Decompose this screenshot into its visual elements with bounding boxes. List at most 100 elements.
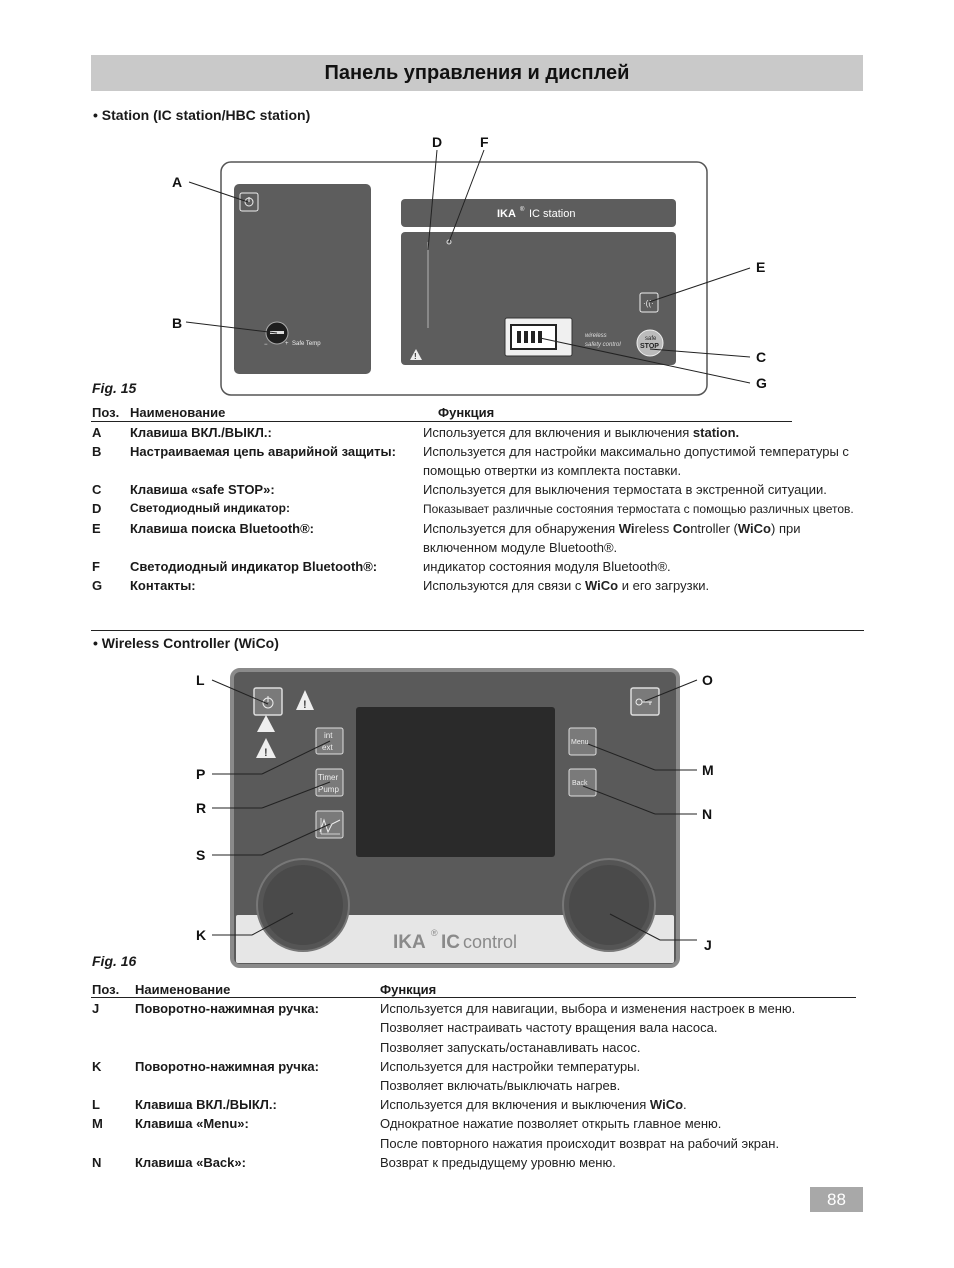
t1-row-func: Используется для обнаружения Wireless Co… [423, 521, 801, 536]
t2-row-func: Однократное нажатие позволяет открыть гл… [380, 1116, 722, 1131]
t2-row-func: Используется для навигации, выбора и изм… [380, 1001, 796, 1016]
warning-icon [296, 690, 314, 710]
page-number: 88 [810, 1187, 863, 1212]
menu-key-m [568, 727, 597, 756]
t1-row-func-cont: включенном модуле Bluetooth®. [423, 540, 618, 555]
wico-display [356, 707, 555, 857]
svg-text:!: ! [264, 747, 268, 759]
t2-row-func: Используется для включения и выключения … [380, 1097, 687, 1112]
warning-icon [410, 349, 422, 360]
t1-row-func: Показывает различные состояния термостат… [423, 502, 854, 516]
t1-row-name: Клавиша поиска Bluetooth®: [130, 521, 315, 536]
callout-m: M [702, 762, 714, 778]
t1-row-pos: G [92, 578, 103, 593]
svg-text:STOP: STOP [640, 343, 659, 350]
callout-s: S [196, 847, 205, 863]
svg-text:®: ® [431, 928, 438, 938]
t2-row-name: Клавиша «Menu»: [135, 1116, 249, 1131]
t2-header-name: Наименование [135, 982, 231, 997]
callout-n: N [702, 806, 712, 822]
t1-row-name: Клавиша «safe STOP»: [130, 482, 275, 497]
fig15-label: Fig. 15 [92, 380, 137, 396]
t1-row-func-cont: помощью отвертки из комплекта поставки. [423, 463, 682, 478]
callout-k: K [196, 927, 206, 943]
t2-header-func: Функция [380, 982, 437, 997]
t1-row-pos: A [92, 425, 102, 440]
callout-e: E [756, 259, 765, 275]
t1-row-func: Используется для настройки максимально д… [423, 444, 849, 459]
t2-row-func: Позволяет настраивать частоту вращения в… [380, 1020, 718, 1035]
station-right-panel [401, 232, 676, 365]
t2-row-name: Поворотно-нажимная ручка: [135, 1001, 319, 1016]
t2-row-name: Поворотно-нажимная ручка: [135, 1059, 319, 1074]
station-diagram: − + Safe Temp IKA ® IC station wireless … [172, 134, 767, 396]
callout-d: D [432, 134, 442, 150]
t1-row-name: Светодиодный индикатор Bluetooth®: [130, 559, 378, 574]
svg-text:Timer: Timer [318, 773, 338, 782]
t2-row-name: Клавиша «Back»: [135, 1155, 246, 1170]
svg-text:®: ® [520, 206, 525, 213]
callout-j: J [704, 937, 712, 953]
svg-text:Back: Back [572, 780, 588, 787]
wico-brand: IKA [393, 932, 426, 953]
page-title-bar: Панель управления и дисплей [91, 55, 863, 91]
t2-row-func: Возврат к предыдущему уровню меню. [380, 1155, 616, 1170]
t2-header-rule [91, 997, 856, 998]
t1-header-name: Наименование [130, 405, 226, 420]
svg-text:safe: safe [645, 336, 657, 342]
warning-icon [256, 738, 276, 758]
t1-row-pos: E [92, 521, 101, 536]
callout-f: F [480, 134, 489, 150]
svg-text:−: − [264, 342, 268, 348]
t1-row-pos: C [92, 482, 102, 497]
t2-row-pos: K [92, 1059, 102, 1074]
t1-header-pos: Поз. [92, 405, 120, 420]
t1-row-name: Настраиваемая цепь аварийной защиты: [130, 444, 396, 459]
fig16-label: Fig. 16 [92, 953, 137, 969]
svg-text:!: ! [414, 352, 417, 361]
svg-text:Menu: Menu [571, 739, 589, 746]
svg-text:!: ! [303, 699, 307, 711]
callout-p: P [196, 766, 205, 782]
svg-text:IC: IC [441, 932, 460, 953]
t1-row-name: Клавиша ВКЛ./ВЫКЛ.: [130, 425, 272, 440]
t2-row-func: Позволяет запускать/останавливать насос. [380, 1040, 641, 1055]
svg-text:control: control [463, 932, 517, 952]
t2-row-pos: M [92, 1116, 103, 1131]
callout-g: G [756, 375, 767, 391]
t2-row-func: После повторного нажатия происходит возв… [380, 1136, 780, 1151]
section-wico-heading: • Wireless Controller (WiCo) [93, 635, 279, 651]
svg-text:+: + [285, 341, 289, 347]
t1-row-name: Контакты: [130, 578, 196, 593]
t1-header-func: Функция [438, 405, 495, 420]
t2-row-pos: J [92, 1001, 100, 1016]
svg-text:int: int [324, 731, 333, 740]
page-title: Панель управления и дисплей [324, 62, 630, 84]
callout-r: R [196, 800, 206, 816]
graph-icon [319, 818, 341, 834]
t1-row-func: Используется для включения и выключения … [423, 425, 740, 440]
svg-text:Pump: Pump [318, 785, 339, 794]
bluetooth-key-e [639, 292, 659, 313]
power-key-a [239, 192, 259, 212]
station-model: IC station [529, 208, 575, 220]
station-brand: IKA [497, 208, 516, 220]
hot-surface-icon [257, 715, 275, 732]
t2-row-func: Позволяет включать/выключать нагрев. [380, 1078, 621, 1093]
t1-header-rule [91, 421, 792, 422]
back-key-n [568, 768, 597, 797]
bluetooth-led-f [446, 239, 452, 245]
section-station-heading: • Station (IC station/HBC station) [93, 107, 311, 123]
safe-temp-label: Safe Temp [292, 341, 321, 347]
t1-row-func: Используются для связи с WiCo и его загр… [423, 578, 710, 593]
t2-row-func: Используется для настройки температуры. [380, 1059, 641, 1074]
t1-row-func: Используется для выключения термостата в… [423, 482, 827, 497]
t2-row-pos: N [92, 1155, 102, 1170]
bluetooth-icon: ·((· [643, 299, 654, 308]
t2-row-pos: L [92, 1097, 100, 1112]
callout-a: A [172, 174, 182, 190]
callout-o: O [702, 672, 713, 688]
safety-control-label: safety control [585, 342, 621, 348]
station-brand-bar [401, 199, 676, 227]
wireless-label: wireless [585, 333, 607, 339]
